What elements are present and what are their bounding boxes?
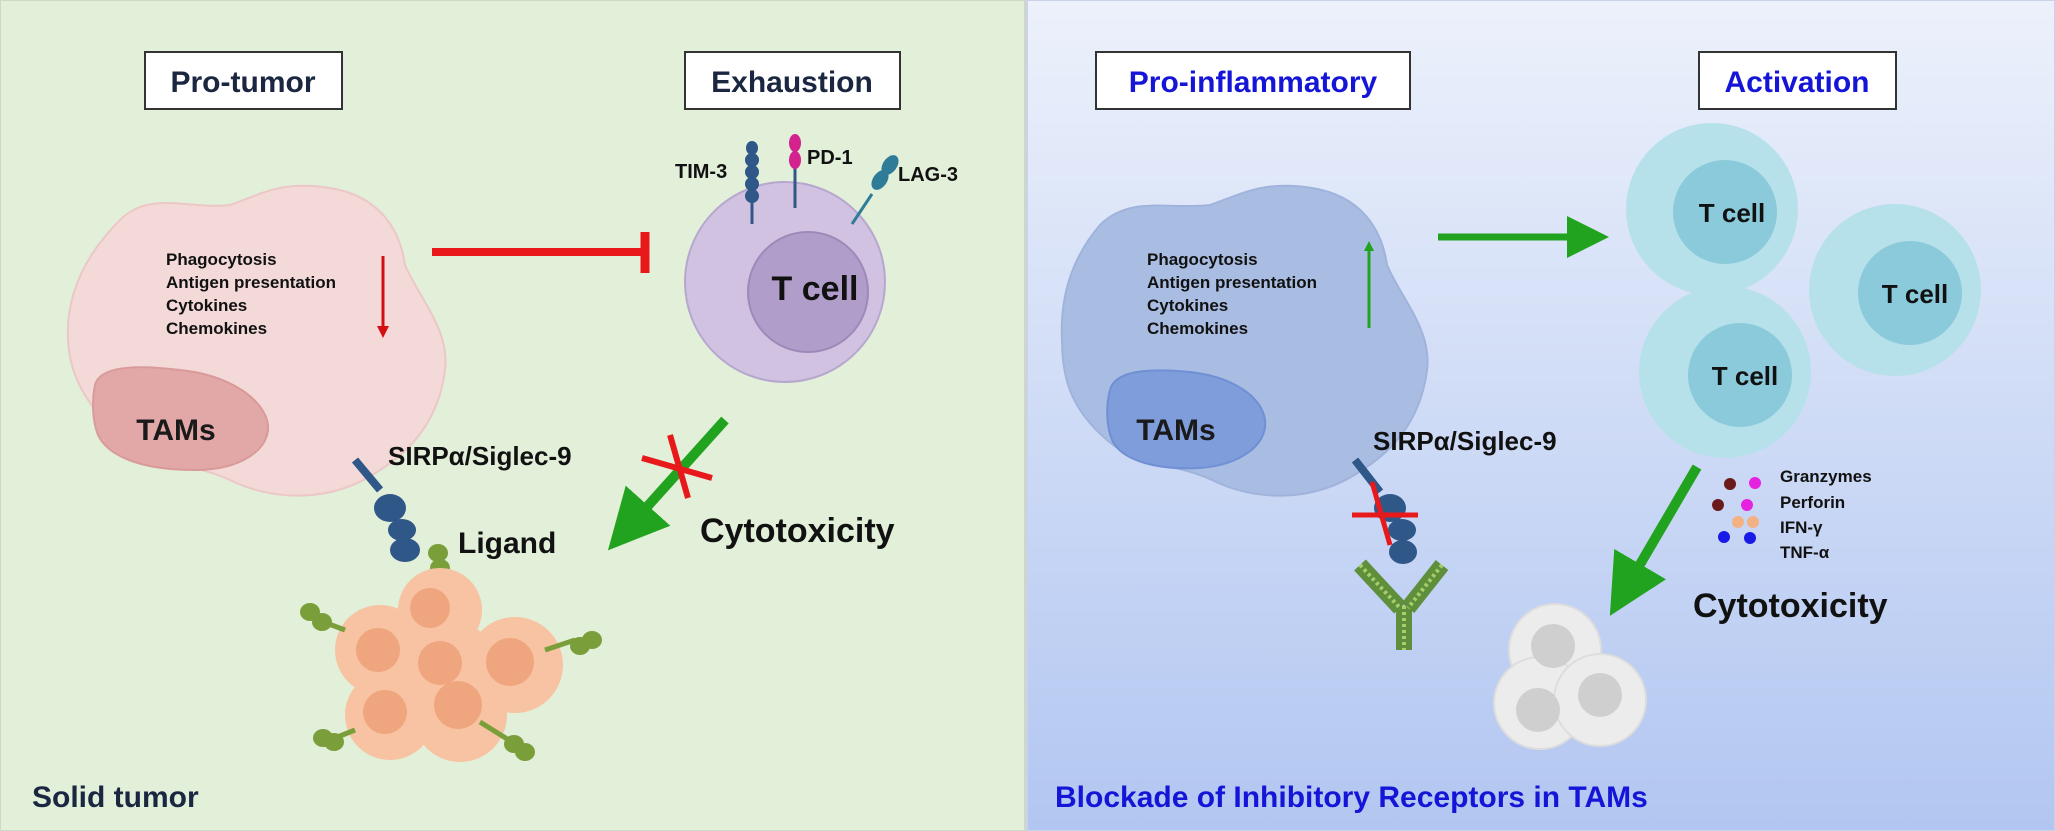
function-phagocytosis: Phagocytosis: [166, 250, 277, 269]
blockade-footer: Blockade of Inhibitory Receptors in TAMs: [1055, 781, 1648, 814]
legend-granzymes: Granzymes: [1780, 467, 1872, 486]
ligand-label: Ligand: [458, 527, 556, 560]
activation-title: Activation: [1724, 66, 1869, 99]
lag3-label: LAG-3: [898, 164, 958, 186]
activated-tcell-3: T cell: [1639, 286, 1811, 458]
perforin-dot-1: [1749, 477, 1761, 489]
tam-function-list-right: Phagocytosis Antigen presentation Cytoki…: [1147, 250, 1317, 338]
tam-label: TAMs: [136, 414, 215, 447]
function-antigen-presentation-right: Antigen presentation: [1147, 273, 1317, 292]
function-chemokines-right: Chemokines: [1147, 319, 1248, 338]
legend-tnf-alpha: TNF-α: [1780, 543, 1830, 562]
effector-molecules-legend: Granzymes Perforin IFN-γ TNF-α: [1712, 467, 1872, 562]
tcell-label-1: T cell: [1699, 198, 1765, 228]
pro-tumor-title: Pro-tumor: [171, 66, 316, 99]
cytotoxicity-arrow-blocked: [607, 416, 729, 551]
inhibition-line: [432, 232, 650, 273]
cytotoxicity-arrow-right: [1609, 464, 1702, 616]
tumor-cluster: [300, 568, 602, 762]
function-cytokines-right: Cytokines: [1147, 296, 1228, 315]
exhaustion-title: Exhaustion: [711, 66, 873, 99]
ifn-dot-2: [1747, 516, 1759, 528]
solid-tumor-footer: Solid tumor: [32, 781, 199, 814]
sirpa-receptor-left: [351, 457, 420, 562]
tam-label-right: TAMs: [1136, 414, 1215, 447]
granzyme-dot-2: [1712, 499, 1724, 511]
tcell-label-3: T cell: [1712, 361, 1778, 391]
ifn-dot-1: [1732, 516, 1744, 528]
blocked-cross-right: [1352, 481, 1418, 546]
blocked-cross-left: [641, 434, 713, 499]
lag3-receptor: [850, 155, 899, 225]
function-chemokines: Chemokines: [166, 319, 267, 338]
cytotoxicity-label-left: Cytotoxicity: [700, 512, 895, 550]
function-antigen-presentation: Antigen presentation: [166, 273, 336, 292]
tim3-label: TIM-3: [675, 161, 727, 183]
tam-nucleus-right: [1106, 369, 1267, 470]
exhausted-tcell-nucleus: [747, 231, 869, 353]
tnf-dot-1: [1718, 531, 1730, 543]
cytotoxicity-label-right: Cytotoxicity: [1693, 587, 1888, 625]
tam-function-list: Phagocytosis Antigen presentation Cytoki…: [166, 250, 336, 338]
tam-nucleus: [92, 366, 270, 472]
exhausted-tcell-label: T cell: [772, 270, 859, 308]
perforin-dot-2: [1741, 499, 1753, 511]
function-cytokines: Cytokines: [166, 296, 247, 315]
pd1-label: PD-1: [807, 147, 853, 169]
sirpa-label-right: SIRPα/Siglec-9: [1373, 426, 1557, 456]
tim3-receptor: [745, 141, 759, 224]
dead-tumor-cells: [1493, 603, 1647, 750]
activated-tcell-2: T cell: [1809, 204, 1981, 376]
pro-inflammatory-title-box: Pro-inflammatory: [1095, 51, 1411, 110]
granzyme-dot-1: [1724, 478, 1736, 490]
function-phagocytosis-right: Phagocytosis: [1147, 250, 1258, 269]
activated-tcell-1: T cell: [1626, 123, 1798, 295]
pro-tumor-title-box: Pro-tumor: [144, 51, 343, 110]
activation-title-box: Activation: [1698, 51, 1897, 110]
tnf-dot-2: [1744, 532, 1756, 544]
pd1-receptor: [789, 134, 801, 208]
legend-ifn-gamma: IFN-γ: [1780, 518, 1823, 537]
exhaustion-title-box: Exhaustion: [684, 51, 901, 110]
sirpa-label-left: SIRPα/Siglec-9: [388, 441, 572, 471]
legend-perforin: Perforin: [1780, 493, 1845, 512]
blocking-antibody: [1354, 559, 1449, 650]
tcell-label-2: T cell: [1882, 279, 1948, 309]
pro-inflammatory-title: Pro-inflammatory: [1129, 66, 1378, 99]
